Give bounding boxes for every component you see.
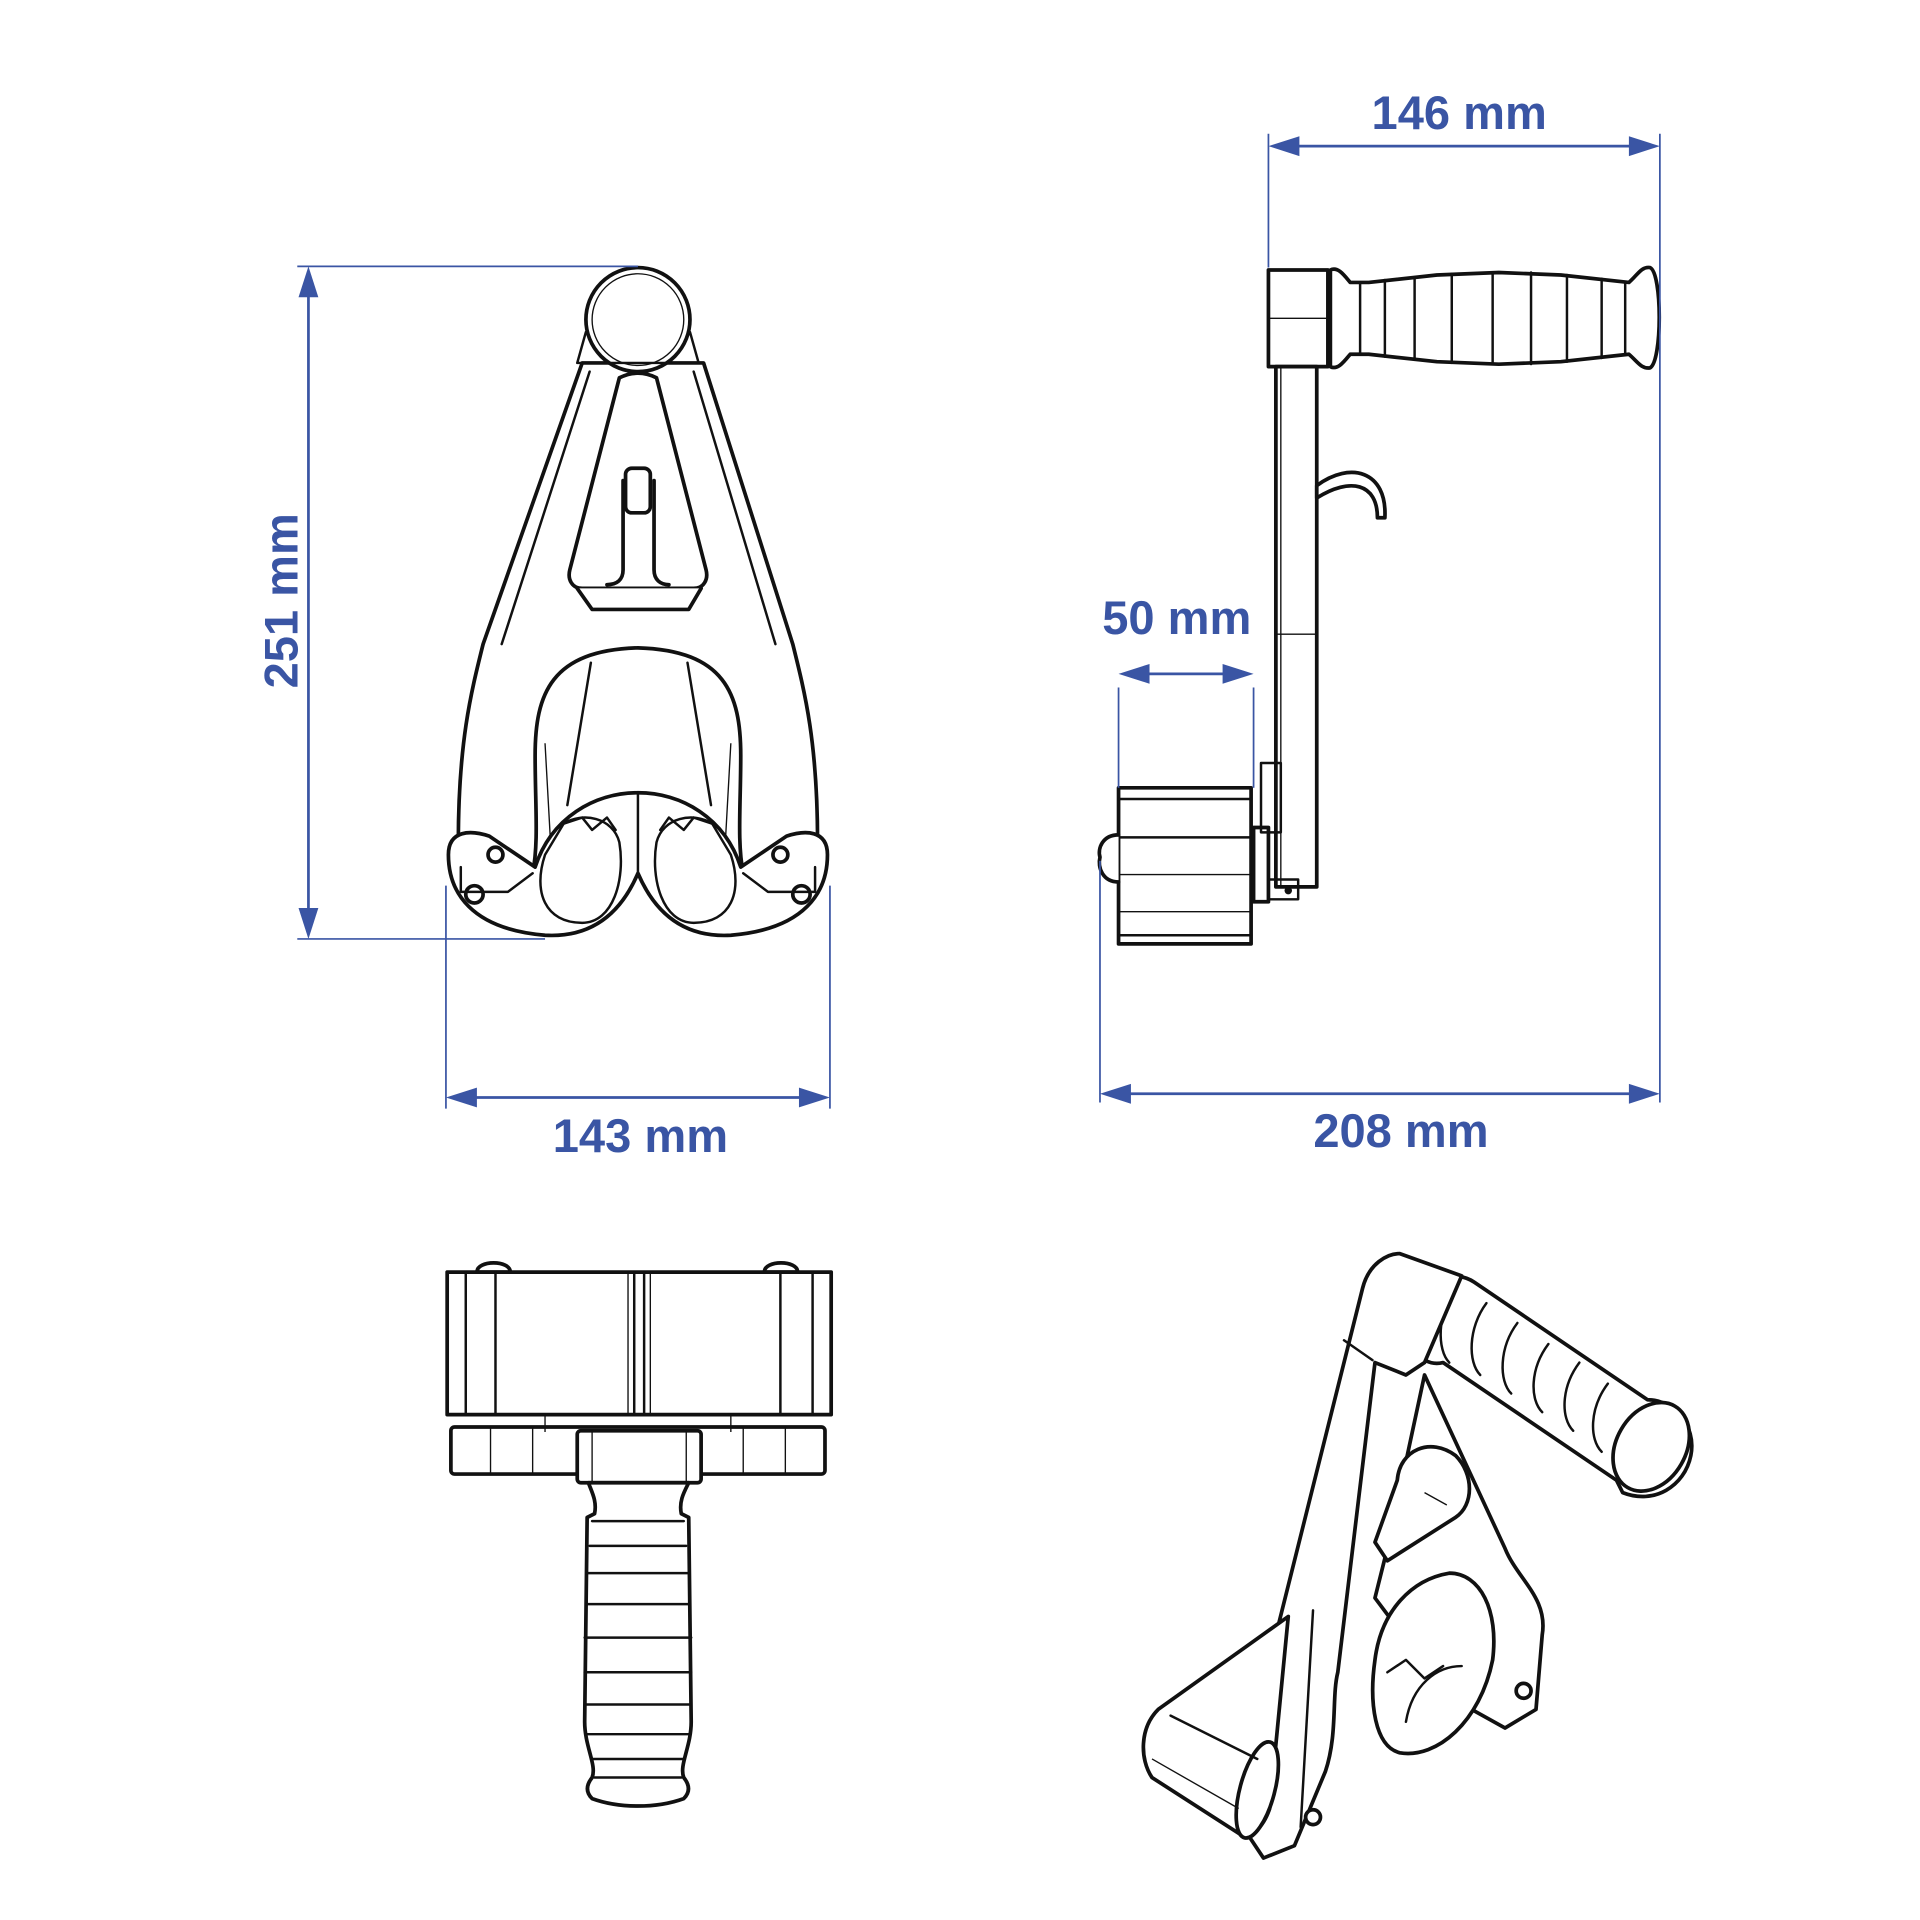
front-width-dimension: 143 mm [445, 885, 831, 1162]
front-height-dimension: 251 mm [254, 265, 638, 940]
height-label: 251 mm [254, 513, 307, 688]
width-label: 143 mm [553, 1109, 728, 1162]
side-handle-dimension: 146 mm [1267, 86, 1661, 1103]
overall-depth-label: 208 mm [1313, 1104, 1488, 1157]
side-view [1097, 265, 1662, 946]
roller-width-label: 50 mm [1102, 591, 1251, 644]
front-view [446, 265, 830, 938]
handle-length-label: 146 mm [1372, 86, 1547, 139]
side-roller-dimension: 50 mm [1102, 591, 1255, 788]
isometric-view [1141, 1251, 1694, 1860]
side-overall-dimension: 208 mm [1099, 860, 1660, 1157]
bottom-view [445, 1261, 834, 1808]
